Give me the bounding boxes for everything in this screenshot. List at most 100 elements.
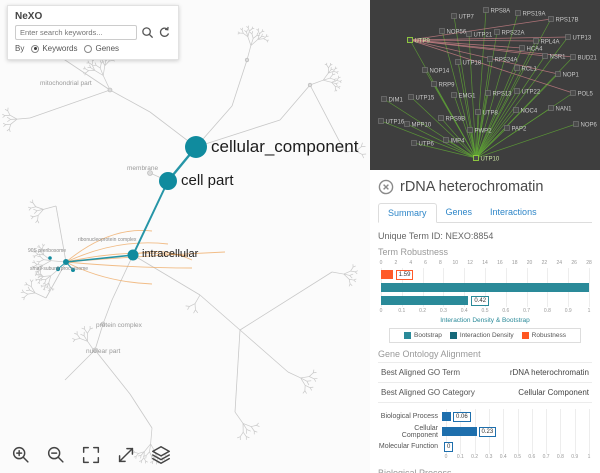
network-node-label[interactable]: RPS19A (523, 12, 546, 18)
network-node-label[interactable]: UTP13 (573, 36, 592, 42)
tree-node-selected[interactable] (185, 136, 207, 158)
network-node-label[interactable]: RRP9 (439, 83, 456, 89)
radio-keywords[interactable]: Keywords (31, 44, 77, 53)
network-node[interactable] (407, 37, 413, 43)
network-node[interactable] (431, 81, 437, 87)
network-node-label[interactable]: RPS24A (495, 58, 518, 64)
network-node[interactable] (451, 92, 457, 98)
network-node[interactable] (475, 109, 481, 115)
network-node-label[interactable]: RPS13 (493, 92, 513, 98)
network-node[interactable] (548, 16, 554, 22)
reset-icon[interactable] (158, 26, 171, 39)
network-node-label[interactable]: UTP8 (483, 111, 499, 117)
network-node-label[interactable]: UTP18 (463, 61, 482, 67)
zoom-out-icon[interactable] (44, 443, 68, 467)
network-node-label[interactable]: NOP56 (447, 30, 467, 36)
network-node[interactable] (378, 118, 384, 124)
network-node-label[interactable]: UTP6 (419, 142, 435, 148)
network-node-label[interactable]: RCL1 (522, 67, 538, 73)
network-node[interactable] (467, 127, 473, 133)
network-node-label[interactable]: RPS22A (502, 31, 525, 37)
network-node[interactable] (514, 65, 520, 71)
tree-node[interactable] (48, 256, 52, 260)
radio-keywords-dot[interactable] (31, 44, 40, 53)
network-node[interactable] (443, 137, 449, 143)
network-node-label[interactable]: NAN1 (556, 107, 573, 113)
tree-node-label[interactable]: 90S preribosome (28, 248, 67, 254)
radio-genes-dot[interactable] (84, 44, 93, 53)
tree-node-label[interactable]: cellular_component (211, 137, 359, 156)
network-node-label[interactable]: NOP1 (563, 73, 580, 79)
network-node[interactable] (548, 105, 554, 111)
tab-genes[interactable]: Genes (445, 207, 473, 217)
tree-node-label[interactable]: intracellular (142, 248, 199, 260)
network-node[interactable] (455, 59, 461, 65)
network-node[interactable] (438, 115, 444, 121)
network-node-label[interactable]: UTP7 (459, 15, 475, 21)
network-node-label[interactable]: BUD21 (578, 56, 598, 62)
network-node[interactable] (451, 13, 457, 19)
network-node-label[interactable]: NOC4 (521, 109, 538, 115)
network-node[interactable] (487, 56, 493, 62)
tree-node[interactable] (71, 268, 75, 272)
network-node[interactable] (404, 121, 410, 127)
network-node-label[interactable]: UTP9 (415, 39, 431, 45)
tree-node[interactable] (55, 266, 61, 272)
network-node[interactable] (519, 45, 525, 51)
tree-node-selected[interactable] (159, 172, 177, 190)
tab-interactions[interactable]: Interactions (490, 207, 537, 217)
network-node-label[interactable]: PAP2 (512, 127, 528, 133)
network-node[interactable] (466, 31, 472, 37)
search-icon[interactable] (141, 26, 154, 39)
tree-node[interactable] (107, 87, 113, 93)
close-icon[interactable] (378, 179, 394, 195)
network-node[interactable] (473, 155, 479, 161)
network-node[interactable] (570, 90, 576, 96)
network-node-label[interactable]: DIM1 (389, 98, 404, 104)
tree-node-label[interactable]: small-subunit processome (30, 266, 89, 272)
network-node[interactable] (411, 140, 417, 146)
network-node[interactable] (483, 7, 489, 13)
tree-node-label[interactable]: ribonucleoprotein complex (78, 237, 137, 243)
network-node[interactable] (555, 71, 561, 77)
tree-node[interactable] (92, 347, 98, 353)
network-node-label[interactable]: RPS8A (491, 9, 511, 15)
network-node-label[interactable]: IMP4 (451, 139, 466, 145)
search-input[interactable] (15, 25, 137, 40)
network-node-label[interactable]: UTP21 (474, 33, 493, 39)
layers-icon[interactable] (149, 443, 173, 467)
network-node-label[interactable]: UTP22 (522, 90, 541, 96)
expand-icon[interactable] (114, 443, 138, 467)
network-node[interactable] (381, 96, 387, 102)
network-node[interactable] (515, 10, 521, 16)
network-node-label[interactable]: POL5 (578, 92, 594, 98)
network-node[interactable] (573, 121, 579, 127)
network-node-label[interactable]: NOP14 (430, 69, 450, 75)
tree-node-label[interactable]: mitochondrial part (40, 80, 92, 87)
tree-node-label[interactable]: membrane (127, 165, 159, 172)
network-node-label[interactable]: HCA4 (527, 47, 544, 53)
tree-node-label[interactable]: cell part (181, 172, 234, 189)
network-node[interactable] (494, 29, 500, 35)
network-node[interactable] (514, 88, 520, 94)
network-node[interactable] (422, 67, 428, 73)
tree-node[interactable] (307, 82, 313, 88)
tree-node-label[interactable]: nuclear part (86, 348, 121, 355)
network-node[interactable] (504, 125, 510, 131)
network-node[interactable] (570, 54, 576, 60)
tree-node[interactable] (100, 321, 106, 327)
network-node-label[interactable]: RPS9B (446, 117, 466, 123)
tree-node[interactable] (63, 259, 69, 265)
network-node-label[interactable]: MPP10 (412, 123, 432, 129)
tree-node-selected[interactable] (127, 249, 139, 261)
network-node-label[interactable]: NSR1 (550, 55, 567, 61)
network-node[interactable] (408, 94, 414, 100)
network-node[interactable] (533, 38, 539, 44)
network-node-label[interactable]: EMG1 (459, 94, 477, 100)
network-node-label[interactable]: PWP2 (475, 129, 493, 135)
tree-node[interactable] (147, 170, 153, 176)
network-node[interactable] (542, 53, 548, 59)
network-node-label[interactable]: RPL4A (541, 40, 560, 46)
